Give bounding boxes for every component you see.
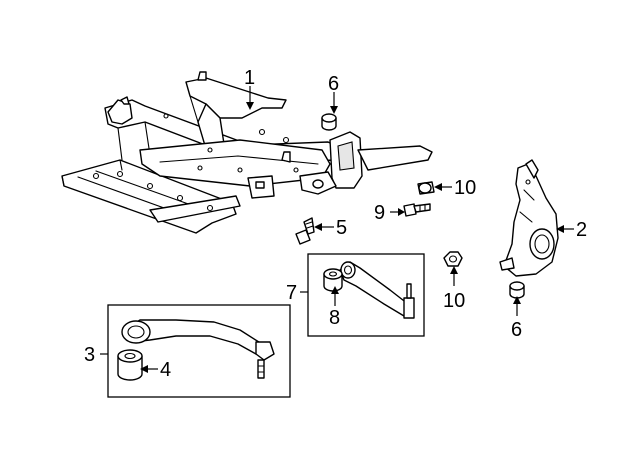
lower-control-arm-drawing: [117, 319, 275, 381]
callout-1: 1: [244, 67, 255, 89]
nut-10-top-drawing: [417, 181, 435, 195]
crossmember-drawing: [61, 71, 433, 234]
upper-control-arm-box: [307, 253, 425, 337]
nut-10-bottom-drawing: [443, 251, 463, 267]
leader-lines: [100, 86, 574, 373]
callout-8: 8: [329, 307, 340, 329]
insert-6-bottom-drawing: [509, 281, 525, 299]
callout-4: 4: [160, 359, 171, 381]
upper-control-arm-drawing: [323, 261, 415, 319]
callout-6-top: 6: [328, 73, 339, 95]
bolt-9-drawing: [403, 203, 431, 217]
callout-10-top: 10: [454, 177, 476, 199]
callout-10-bottom: 10: [443, 290, 465, 312]
callout-7: 7: [286, 282, 297, 304]
callout-3: 3: [84, 344, 95, 366]
insert-6-top-drawing: [321, 113, 337, 131]
knuckle-drawing: [499, 159, 559, 277]
callout-2: 2: [576, 219, 587, 241]
callout-6-bottom: 6: [511, 319, 522, 341]
callout-5: 5: [336, 217, 347, 239]
lower-control-arm-box: [107, 304, 291, 398]
bolt-5-drawing: [295, 217, 315, 245]
callout-9: 9: [374, 202, 385, 224]
